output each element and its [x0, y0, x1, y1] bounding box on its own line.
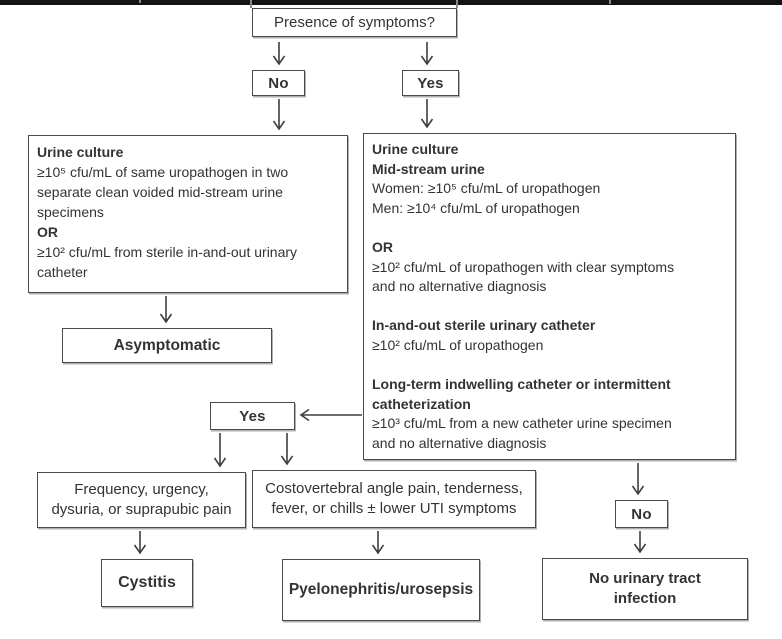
criteria-line [372, 218, 727, 238]
symptom-line: Costovertebral angle pain, tenderness, [265, 480, 523, 497]
node-label: Asymptomatic [113, 336, 221, 354]
node-label: No [631, 505, 652, 523]
criteria-line: ≥10⁵ cfu/mL of same uropathogen in two [37, 164, 289, 180]
arrow-criteria-to-no-right [631, 463, 645, 496]
arrow-yes-to-criteria [420, 99, 434, 129]
node-yes-top: Yes [402, 70, 459, 96]
node-no-top: No [252, 70, 305, 96]
node-no-uti: No urinary tract infection [542, 558, 748, 620]
criteria-line [372, 356, 727, 376]
arrow-criteria-to-asymptomatic [159, 296, 173, 324]
arrow-presence-to-yes [420, 42, 434, 66]
node-label: Presence of symptoms? [274, 14, 435, 31]
arrow-no-to-criteria [272, 99, 286, 131]
arrow-criteria-to-yes-mid [299, 408, 362, 422]
arrow-frequency-to-cystitis [133, 531, 147, 555]
criteria-line: ≥10³ cfu/mL from a new catheter urine sp… [372, 415, 672, 432]
symptom-line: Frequency, urgency, [74, 481, 209, 498]
criteria-line: ≥10² cfu/mL of uropathogen [372, 336, 544, 353]
criteria-line [372, 297, 727, 317]
criteria-line: Urine culture [372, 141, 459, 157]
arrow-presence-to-no [272, 42, 286, 66]
node-label: No [268, 74, 289, 92]
top-bar-tick [456, 0, 458, 8]
criteria-line: In-and-out sterile urinary catheter [372, 317, 596, 334]
node-label: Pyelonephritis/urosepsis [288, 581, 474, 598]
window-top-bar [0, 0, 782, 5]
symptom-line: dysuria, or suprapubic pain [51, 501, 232, 518]
node-pyelonephritis: Pyelonephritis/urosepsis [282, 559, 480, 621]
node-label: Yes [239, 407, 266, 425]
node-yes-mid: Yes [210, 402, 295, 430]
top-bar-tick [139, 0, 141, 3]
node-presence-of-symptoms: Presence of symptoms? [252, 8, 457, 37]
node-pyelonephritis-symptoms: Costovertebral angle pain, tenderness, f… [252, 470, 536, 528]
criteria-line: Women: ≥10⁵ cfu/mL of uropathogen [372, 180, 601, 197]
top-bar-tick [250, 0, 252, 8]
criteria-line: Mid-stream urine [372, 160, 485, 177]
node-symptomatic-criteria: Urine culture Mid-stream urine Women: ≥1… [363, 133, 736, 460]
criteria-line: OR [37, 224, 58, 240]
criteria-line: Men: ≥10⁴ cfu/mL of uropathogen [372, 199, 580, 216]
criteria-line: specimens [37, 204, 104, 220]
node-no-right: No [615, 500, 668, 528]
node-label-line: infection [613, 590, 677, 607]
criteria-line: ≥10² cfu/mL from sterile in-and-out urin… [37, 244, 298, 260]
criteria-line: OR [372, 238, 393, 255]
node-label: Yes [417, 74, 444, 92]
criteria-line: and no alternative diagnosis [372, 434, 547, 451]
criteria-line: Long-term indwelling catheter or intermi… [372, 376, 671, 393]
node-asymptomatic: Asymptomatic [62, 328, 272, 363]
criteria-line: separate clean voided mid-stream urine [37, 184, 283, 200]
arrow-yesmid-to-costovertebral [280, 433, 294, 466]
node-asymptomatic-criteria: Urine culture ≥10⁵ cfu/mL of same uropat… [28, 135, 348, 293]
criteria-line: catheterization [372, 395, 471, 412]
node-cystitis-symptoms: Frequency, urgency, dysuria, or suprapub… [37, 472, 246, 528]
arrow-costovertebral-to-pyelo [371, 531, 385, 555]
criteria-line: Urine culture [37, 144, 124, 160]
criteria-line: ≥10² cfu/mL of uropathogen with clear sy… [372, 258, 675, 275]
symptom-line: fever, or chills ± lower UTI symptoms [271, 500, 517, 517]
top-bar-tick [609, 0, 611, 4]
arrow-no-right-to-nouti [633, 531, 647, 554]
criteria-line: catheter [37, 264, 88, 280]
arrow-yesmid-to-frequency [213, 433, 227, 468]
criteria-line: and no alternative diagnosis [372, 278, 547, 295]
node-cystitis: Cystitis [101, 559, 193, 607]
node-label: Cystitis [118, 574, 176, 591]
node-label-line: No urinary tract [589, 570, 701, 587]
